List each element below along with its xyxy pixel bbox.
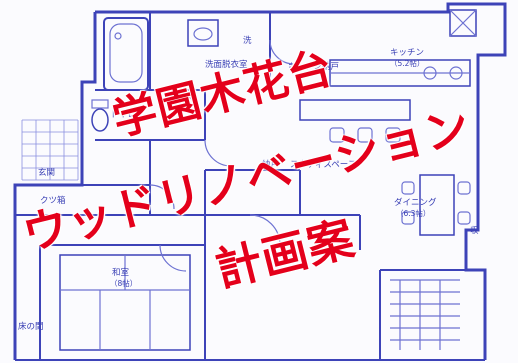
room-size-dining: （6.3帖） [396, 209, 431, 218]
kitchen-counter [329, 9, 477, 87]
dining-table [401, 174, 471, 236]
room-label-dining: ダイニング [394, 198, 437, 208]
room-size-japanese-room: （8帖） [110, 279, 138, 288]
deck-stairs [390, 279, 460, 350]
toilet-fixture [91, 99, 109, 132]
room-label-tokonoma: 床の間 [18, 322, 44, 332]
door-swings [149, 39, 295, 272]
room-label-japanese-room: 和室 [112, 268, 130, 278]
room-label-entrance: 玄関 [38, 168, 56, 178]
wash-basin [187, 19, 219, 47]
room-label-kitchen-storage: キッチン納戸 [288, 62, 340, 72]
partitions [15, 12, 466, 360]
room-label-study: スタディスペース [290, 160, 357, 170]
room-label-toilet: トイレ [110, 110, 136, 120]
room-size-kitchen: （5.2帖） [390, 59, 425, 68]
room-label-receive: 収 [470, 226, 479, 236]
room-label-shoe-storage: クツ箱 [40, 196, 66, 206]
study-chairs [299, 99, 411, 143]
tatami-mats [59, 254, 191, 351]
room-label-storage: 納戸 [262, 160, 280, 170]
room-label-washroom: 洗面脱衣室 [205, 60, 248, 70]
room-label-kitchen: キッチン [390, 48, 425, 58]
entrance-tiles [21, 119, 79, 181]
room-label-wash: 洗 [243, 36, 252, 46]
